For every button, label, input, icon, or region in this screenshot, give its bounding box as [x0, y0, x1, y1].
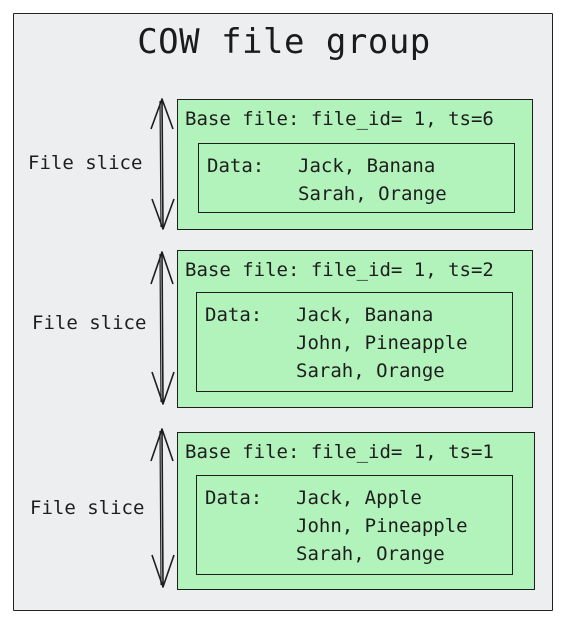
slice-label: File slice: [28, 152, 143, 174]
data-row: Jack, Apple: [296, 487, 422, 509]
data-label: Data:: [205, 487, 263, 509]
data-row: Jack, Banana: [298, 155, 436, 177]
data-row: Sarah, Orange: [298, 183, 447, 205]
data-row: John, Pineapple: [296, 332, 468, 354]
data-rows: Jack, Banana Sarah, Orange: [298, 152, 447, 208]
data-row: Sarah, Orange: [296, 360, 445, 382]
data-row: Sarah, Orange: [296, 543, 445, 565]
double-arrow-icon: [150, 428, 175, 588]
base-file-header: Base file: file_id= 1, ts=1: [185, 441, 494, 463]
data-label: Data:: [207, 155, 265, 177]
diagram-title: COW file group: [137, 22, 431, 62]
data-row: Jack, Banana: [296, 304, 434, 326]
data-box: Data: Jack, Apple John, Pineapple Sarah,…: [196, 475, 513, 575]
data-rows: Jack, Banana John, Pineapple Sarah, Oran…: [296, 301, 468, 385]
base-file-header: Base file: file_id= 1, ts=2: [185, 259, 494, 281]
base-file-box: Base file: file_id= 1, ts=1 Data: Jack, …: [177, 432, 535, 590]
base-file-box: Base file: file_id= 1, ts=6 Data: Jack, …: [177, 99, 533, 230]
data-label: Data:: [205, 304, 263, 326]
base-file-header: Base file: file_id= 1, ts=6: [185, 108, 494, 130]
data-box: Data: Jack, Banana Sarah, Orange: [198, 143, 515, 213]
slice-label: File slice: [30, 497, 145, 519]
slice-label: File slice: [32, 312, 147, 334]
data-box: Data: Jack, Banana John, Pineapple Sarah…: [196, 292, 513, 392]
base-file-box: Base file: file_id= 1, ts=2 Data: Jack, …: [177, 250, 533, 408]
double-arrow-icon: [150, 98, 175, 230]
data-rows: Jack, Apple John, Pineapple Sarah, Orang…: [296, 484, 468, 568]
double-arrow-icon: [150, 251, 175, 405]
data-row: John, Pineapple: [296, 515, 468, 537]
